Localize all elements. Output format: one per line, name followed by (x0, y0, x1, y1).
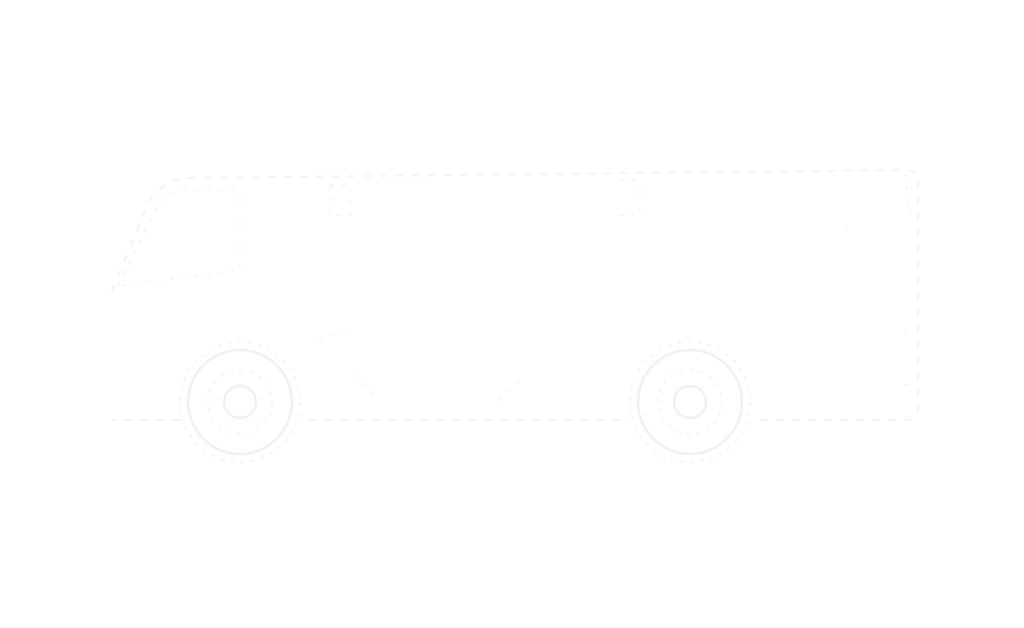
van-body-outline (111, 168, 919, 421)
lower-detail (319, 329, 916, 401)
rear-wheel (629, 341, 751, 463)
windshield-outline (117, 189, 241, 287)
side-window-outline (329, 184, 351, 216)
door-detail (619, 179, 641, 216)
front-wheel (179, 341, 301, 463)
rear-detail (844, 174, 911, 231)
